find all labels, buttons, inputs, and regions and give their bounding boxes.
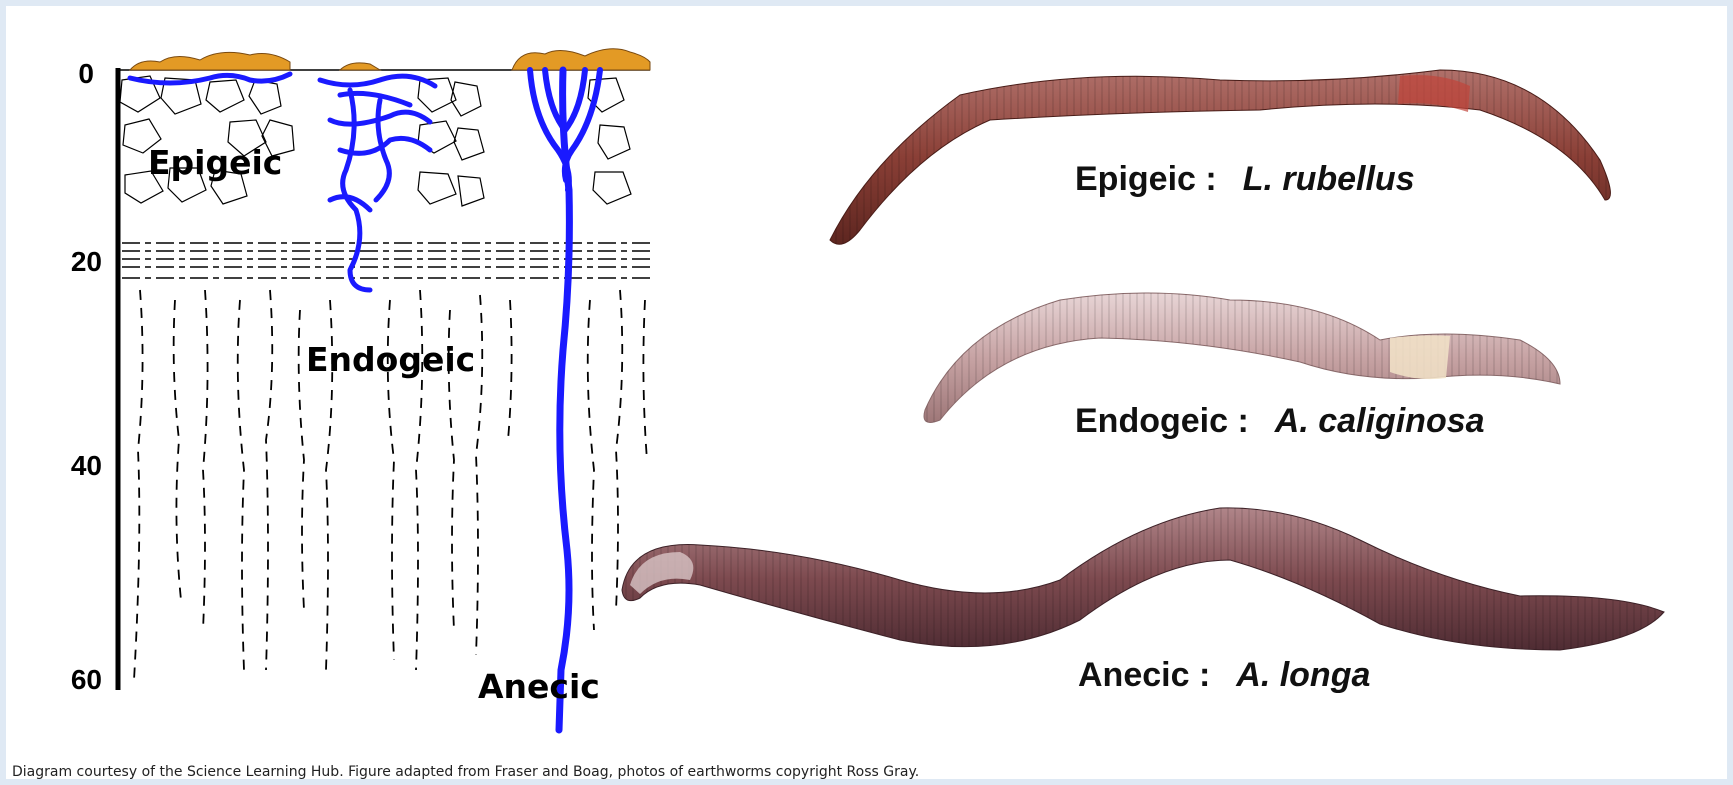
zone-label-endogeic: Endogeic — [306, 340, 475, 379]
zone-label-epigeic: Epigeic — [148, 143, 282, 182]
worm-species-label: A. caliginosa — [1275, 402, 1485, 440]
depth-label-0: 0 — [34, 58, 94, 90]
worm-caption-endogeic: Endogeic : A. caliginosa — [1075, 402, 1485, 441]
zone-label-anecic: Anecic — [478, 667, 600, 706]
worm-group-label: Epigeic : — [1075, 160, 1217, 198]
image-credit: Diagram courtesy of the Science Learning… — [12, 764, 919, 780]
depth-label-20: 20 — [42, 246, 102, 278]
worm-epigeic — [830, 70, 1610, 244]
worm-group-label: Endogeic : — [1075, 402, 1249, 440]
worm-species-label: A. longa — [1236, 656, 1370, 694]
worm-caption-anecic: Anecic : A. longa — [1078, 656, 1370, 695]
depth-label-40: 40 — [42, 450, 102, 482]
worm-anecic — [622, 508, 1664, 650]
worm-caption-epigeic: Epigeic : L. rubellus — [1075, 160, 1415, 199]
depth-label-60: 60 — [42, 664, 102, 696]
leaf-litter — [130, 49, 650, 70]
worm-group-label: Anecic : — [1078, 656, 1210, 694]
worm-species-label: L. rubellus — [1243, 160, 1415, 198]
